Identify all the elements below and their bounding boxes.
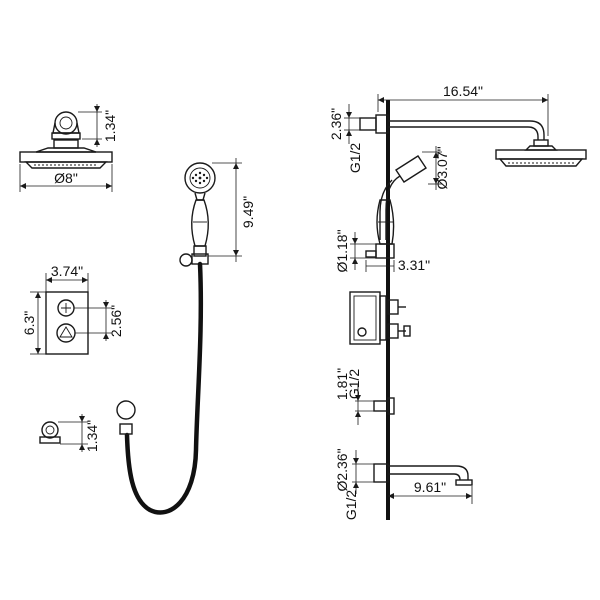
spout-diameter-label: Ø2.36" — [334, 448, 350, 491]
arm-thread-label: G1/2 — [347, 143, 363, 174]
holder-depth-label: 3.31" — [398, 257, 430, 273]
valve-plate-drawing: 3.74" 6.3" 2.56" — [21, 263, 124, 355]
hand-shower-length-label: 9.49" — [240, 196, 256, 228]
valve-plate-width-label: 3.74" — [51, 263, 83, 279]
outlet-thread-label: G1/2 — [346, 369, 362, 400]
head-mount-drawing: 1.34" — [51, 104, 118, 147]
shower-head-drawing: Ø8" — [19, 139, 113, 192]
valve-plate-spacing-label: 2.56" — [108, 305, 124, 337]
head-mount-height-label: 1.34" — [102, 110, 118, 142]
valve-plate-height-label: 6.3" — [21, 311, 37, 335]
arm-length-label: 16.54" — [443, 83, 483, 99]
holder-diameter-label: Ø1.18" — [334, 229, 350, 272]
side-elevation-drawing: 16.54" 2.36" G1/2 Ø3.07" Ø1.18" 3.31" — [328, 83, 587, 521]
shower-head-diameter-label: Ø8" — [54, 170, 78, 186]
hose-outlet-drawing: 1.34" — [39, 414, 100, 452]
spray-nozzles-icon — [191, 171, 209, 185]
hand-diameter-label: Ø3.07" — [434, 146, 450, 189]
spout-length-label: 9.61" — [414, 479, 446, 495]
hand-shower-drawing: 9.49" — [116, 158, 256, 515]
hose-outlet-height-label: 1.34" — [84, 420, 100, 452]
outlet-height-label: 1.81" — [334, 368, 350, 400]
arm-height-label: 2.36" — [328, 108, 344, 140]
spout-thread-label: G1/2 — [343, 490, 359, 521]
